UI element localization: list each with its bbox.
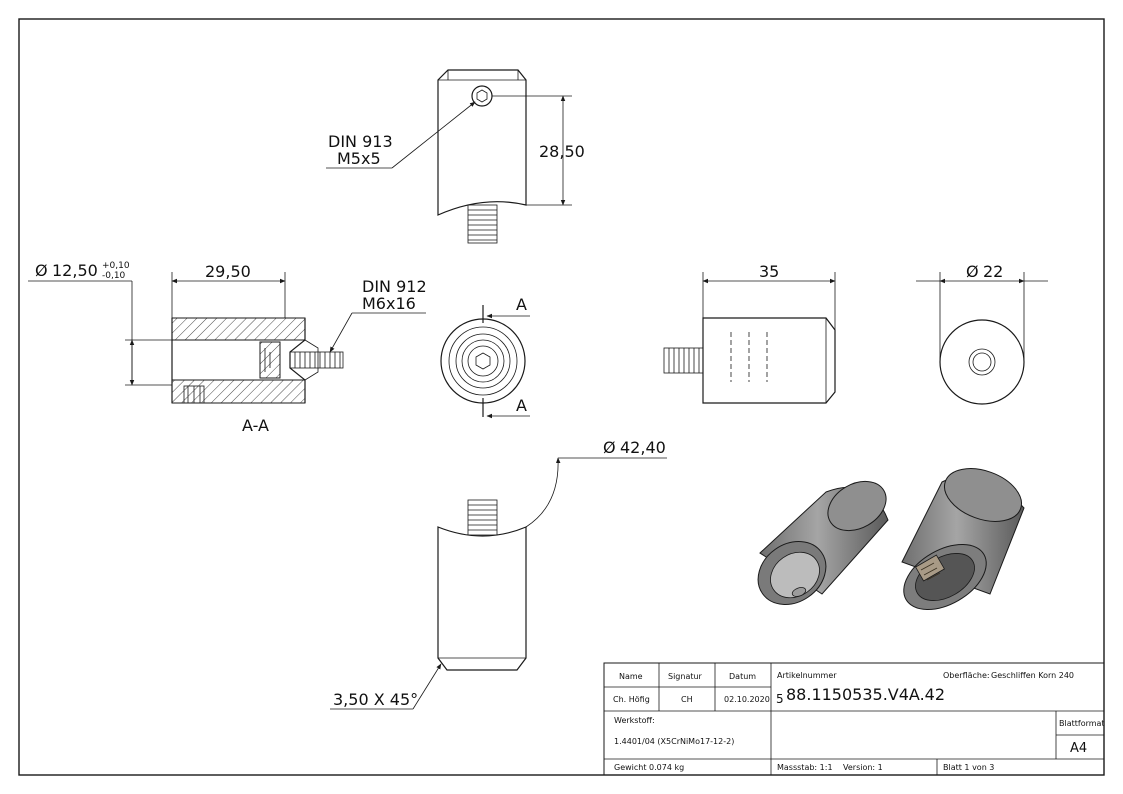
tb-date: 02.10.2020 bbox=[724, 695, 770, 704]
section-dia-symbol: Ø bbox=[35, 261, 48, 280]
section-mark-top: A bbox=[516, 295, 527, 314]
section-tol-plus: +0,10 bbox=[102, 261, 130, 271]
right-dia-symbol: Ø bbox=[966, 262, 979, 281]
tb-version: Version: 1 bbox=[843, 763, 883, 772]
side-length-dim: 35 bbox=[759, 262, 779, 281]
isometric-render-left bbox=[757, 480, 889, 605]
side-view: 35 bbox=[663, 262, 836, 404]
tb-surface-value: Geschliffen Korn 240 bbox=[991, 671, 1074, 680]
tb-sheet-format-label: Blattformat bbox=[1059, 719, 1105, 728]
section-note-line1: DIN 912 bbox=[362, 277, 427, 296]
section-tol-minus: -0,10 bbox=[102, 271, 126, 281]
top-view: 28,50 DIN 913 M5x5 bbox=[326, 69, 585, 244]
sheet-border bbox=[18, 18, 1105, 776]
title-block: Name Signatur Datum Ch. Höfig CH 02.10.2… bbox=[603, 662, 1105, 776]
tb-scale: Massstab: 1:1 bbox=[777, 763, 833, 772]
tb-header-name: Name bbox=[619, 672, 643, 681]
top-height-dim: 28,50 bbox=[539, 142, 585, 161]
bottom-view: Ø 42,40 3,50 X 45° bbox=[330, 438, 667, 710]
tb-sheet-format-value: A4 bbox=[1070, 741, 1087, 756]
top-note-line1: DIN 913 bbox=[328, 132, 393, 151]
right-view: Ø 22 bbox=[916, 262, 1048, 405]
bottom-chamfer-dim: 3,50 X 45° bbox=[333, 690, 418, 709]
tb-header-signature: Signatur bbox=[668, 672, 703, 681]
tb-article-number: 88.1150535.V4A.42 bbox=[786, 685, 945, 704]
tb-name: Ch. Höfig bbox=[613, 695, 650, 704]
section-view-a-a: 29,50 Ø 12,50 +0,10 -0,10 DIN 912 M6x16 … bbox=[28, 261, 427, 435]
tb-surface-label: Oberfläche: bbox=[943, 671, 990, 680]
section-length-dim: 29,50 bbox=[205, 262, 251, 281]
right-dia-value: 22 bbox=[983, 262, 1003, 281]
tb-material-label: Werkstoff: bbox=[614, 716, 655, 725]
section-dia-value: 12,50 bbox=[52, 261, 98, 280]
section-label: A-A bbox=[242, 416, 269, 435]
tb-article-label: Artikelnummer bbox=[777, 671, 837, 680]
tb-header-date: Datum bbox=[729, 672, 756, 681]
tb-weight: Gewicht 0.074 kg bbox=[614, 763, 684, 772]
tb-article-prefix: 5 bbox=[776, 692, 784, 706]
front-view: A A bbox=[440, 295, 530, 419]
tb-sheet: Blatt 1 von 3 bbox=[943, 763, 994, 772]
top-note-line2: M5x5 bbox=[337, 149, 381, 168]
isometric-render-right bbox=[901, 468, 1025, 610]
bottom-dia-symbol: Ø bbox=[603, 438, 616, 457]
tb-signature: CH bbox=[681, 695, 693, 704]
section-mark-bottom: A bbox=[516, 396, 527, 415]
set-screw-circle bbox=[471, 85, 493, 107]
bottom-radius-dim: 42,40 bbox=[620, 438, 666, 457]
section-note-line2: M6x16 bbox=[362, 294, 416, 313]
tb-material-value: 1.4401/04 (X5CrNiMo17-12-2) bbox=[614, 737, 734, 746]
